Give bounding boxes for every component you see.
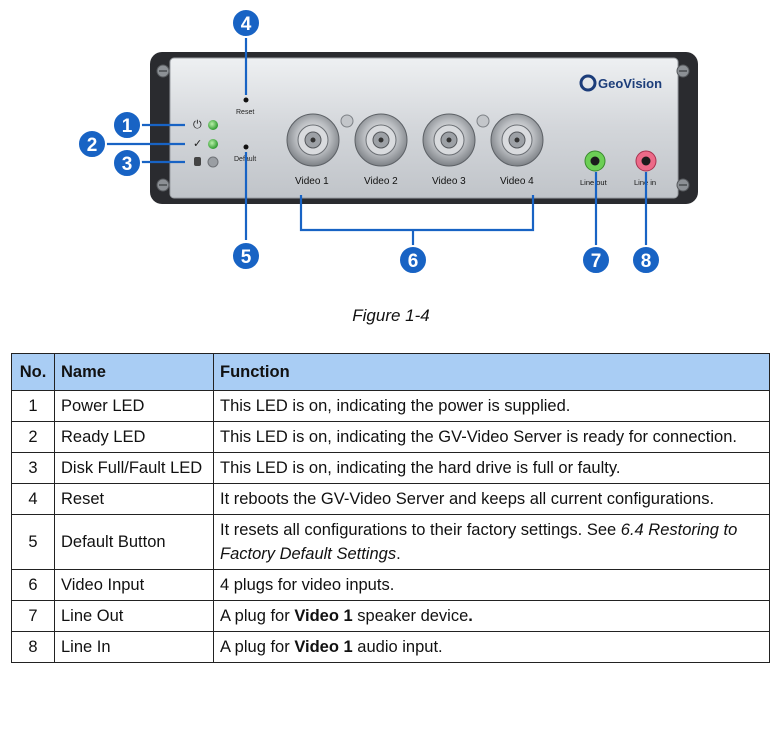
table-row: 7 Line Out A plug for Video 1 speaker de… <box>11 600 770 632</box>
svg-text:3: 3 <box>122 154 133 175</box>
row-function: A plug for Video 1 speaker device. <box>213 600 770 632</box>
row-name: Power LED <box>54 390 214 422</box>
power-icon: ⏻ <box>193 119 202 131</box>
geovision-logo: GeoVision <box>579 74 662 92</box>
table-row: 4 Reset It reboots the GV-Video Server a… <box>11 483 770 515</box>
row-name: Ready LED <box>54 421 214 453</box>
svg-text:4: 4 <box>241 14 252 35</box>
line-in-jack <box>635 150 657 172</box>
row-no: 3 <box>11 452 55 484</box>
row-no: 1 <box>11 390 55 422</box>
table-row: 3 Disk Full/Fault LED This LED is on, in… <box>11 452 770 484</box>
row-name: Video Input <box>54 569 214 601</box>
checkmark-icon: ✓ <box>193 138 202 150</box>
device-faceplate <box>169 57 679 199</box>
table-row: 6 Video Input 4 plugs for video inputs. <box>11 569 770 601</box>
row-function: 4 plugs for video inputs. <box>213 569 770 601</box>
figure-caption: Figure 1-4 <box>352 306 430 325</box>
table-header-row: No. Name Function <box>11 353 770 391</box>
default-pinhole <box>243 144 249 150</box>
disk-led <box>207 156 219 168</box>
table-row: 8 Line In A plug for Video 1 audio input… <box>11 631 770 663</box>
callout-2: 2 <box>77 129 107 159</box>
power-led <box>208 120 218 130</box>
row-function: A plug for Video 1 audio input. <box>213 631 770 663</box>
row-function: This LED is on, indicating the hard driv… <box>213 452 770 484</box>
video-1-label: Video 1 <box>295 176 329 187</box>
callout-1: 1 <box>112 110 142 140</box>
line-out-jack <box>584 150 606 172</box>
svg-text:6: 6 <box>408 251 419 272</box>
row-no: 7 <box>11 600 55 632</box>
led-column: ⏻ ✓ <box>193 119 219 168</box>
row-name: Line Out <box>54 600 214 632</box>
disk-icon <box>194 157 201 166</box>
video-3-label: Video 3 <box>432 176 466 187</box>
svg-text:8: 8 <box>641 251 652 272</box>
ready-led <box>208 139 218 149</box>
bnc-connector-4 <box>490 113 544 167</box>
row-name: Line In <box>54 631 214 663</box>
callout-3: 3 <box>112 148 142 178</box>
header-no: No. <box>11 353 55 391</box>
row-no: 5 <box>11 514 55 570</box>
callout-5: 5 <box>231 241 261 271</box>
callout-8: 8 <box>631 245 661 275</box>
section-reference: 6.4 Restoring to Factory Default Setting… <box>220 521 738 563</box>
table-row: 1 Power LED This LED is on, indicating t… <box>11 390 770 422</box>
row-no: 4 <box>11 483 55 515</box>
table-row: 2 Ready LED This LED is on, indicating t… <box>11 421 770 453</box>
row-function: It resets all configurations to their fa… <box>213 514 770 570</box>
bnc-connectors <box>286 113 544 167</box>
bnc-connector-3 <box>422 113 476 167</box>
row-name: Default Button <box>54 514 214 570</box>
row-no: 2 <box>11 421 55 453</box>
callout-markers: 1 2 3 4 5 6 7 8 <box>77 8 661 275</box>
svg-text:1: 1 <box>122 116 133 137</box>
callout-4: 4 <box>231 8 261 38</box>
svg-text:2: 2 <box>87 135 98 156</box>
row-no: 6 <box>11 569 55 601</box>
row-function: It reboots the GV-Video Server and keeps… <box>213 483 770 515</box>
reset-label: Reset <box>236 109 254 116</box>
svg-text:5: 5 <box>241 247 252 268</box>
bnc-connector-1 <box>286 113 340 167</box>
line-out-label: Line out <box>580 178 608 187</box>
row-function: This LED is on, indicating the power is … <box>213 390 770 422</box>
header-name: Name <box>54 353 214 391</box>
table-row: 5 Default Button It resets all configura… <box>11 514 770 570</box>
video-2-label: Video 2 <box>364 176 398 187</box>
callout-6: 6 <box>398 245 428 275</box>
row-no: 8 <box>11 631 55 663</box>
bnc-connector-2 <box>354 113 408 167</box>
device-front-panel-figure: GeoVision ⏻ ✓ Reset Default <box>77 8 698 275</box>
component-table: No. Name Function 1 Power LED This LED i… <box>11 353 770 663</box>
callout-leaders <box>105 38 648 246</box>
header-function: Function <box>213 353 770 391</box>
row-name: Disk Full/Fault LED <box>54 452 214 484</box>
row-name: Reset <box>54 483 214 515</box>
video-4-label: Video 4 <box>500 176 534 187</box>
callout-7: 7 <box>581 245 611 275</box>
brand-text: GeoVision <box>598 76 662 91</box>
reset-pinhole <box>243 97 249 103</box>
svg-text:7: 7 <box>591 251 602 272</box>
row-function: This LED is on, indicating the GV-Video … <box>213 421 770 453</box>
